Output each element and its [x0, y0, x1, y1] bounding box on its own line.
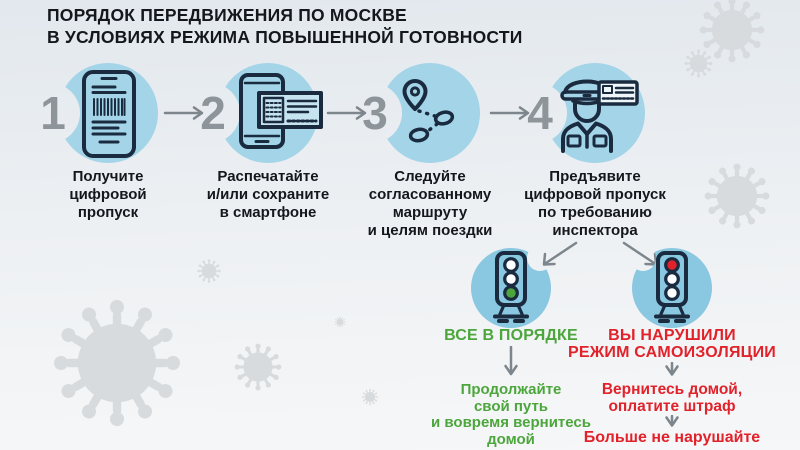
virus-icon: [361, 388, 379, 406]
virus-icon: [54, 300, 180, 426]
arrow-right-icon: [326, 106, 367, 120]
smartphone-save-icon: [239, 73, 323, 149]
arrow-down-icon: [504, 346, 518, 376]
route-icon: [402, 79, 455, 143]
arrow-down-icon: [665, 362, 679, 376]
outcome-violation-heading: ВЫ НАРУШИЛИ РЕЖИМ САМОИЗОЛЯЦИИ: [568, 327, 776, 361]
outcome-ok-detail: Продолжайте свой путь и вовремя вернитес…: [431, 381, 591, 448]
step-3: 3 Следуйте согласованному маршруту и цел…: [350, 63, 510, 243]
arrow-right-icon: [163, 106, 204, 120]
traffic-light-red-icon: [654, 251, 690, 323]
outcome-ok-heading: ВСЕ В ПОРЯДКЕ: [444, 327, 578, 344]
step-1: 1 П: [28, 63, 188, 243]
step-4-label: Предъявите цифровой пропуск по требовани…: [524, 168, 666, 239]
arrow-down-left-icon: [542, 241, 578, 266]
traffic-light-green-icon: [493, 251, 529, 323]
arrow-right-icon: [489, 106, 530, 120]
virus-icon: [704, 163, 770, 229]
step-3-label: Следуйте согласованному маршруту и целям…: [367, 168, 493, 239]
outcome-violation-warning: Больше не нарушайте: [583, 429, 761, 446]
virus-icon: [197, 259, 221, 283]
outcome-violation-detail: Вернитесь домой, оплатите штраф: [601, 381, 743, 415]
page-title: ПОРЯДОК ПЕРЕДВИЖЕНИЯ ПО МОСКВЕ В УСЛОВИЯ…: [47, 5, 523, 47]
virus-icon: [684, 49, 713, 78]
step-2: 2 Распечатайте и/и: [188, 63, 348, 243]
smartphone-pass-icon: [82, 70, 136, 158]
step-2-label: Распечатайте и/или сохраните в смартфоне: [206, 168, 330, 221]
virus-icon: [334, 316, 346, 328]
inspector-icon: [560, 79, 639, 153]
virus-icon: [234, 343, 282, 391]
arrow-down-icon: [665, 415, 679, 427]
step-1-label: Получите цифровой пропуск: [69, 168, 147, 221]
step-4: 4 Предъявите цифровой: [515, 63, 675, 243]
